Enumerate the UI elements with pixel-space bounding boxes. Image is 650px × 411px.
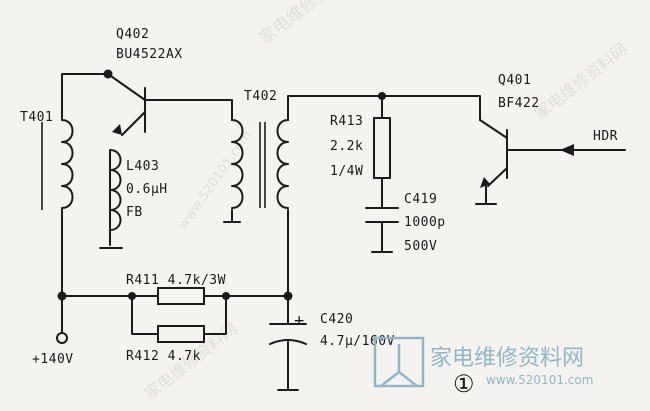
r413-value-label: 2.2k [330, 139, 363, 154]
c419-value-label: 1000p [404, 215, 446, 230]
q402-part-label: BU4522AX [116, 47, 183, 62]
c420-ref-label: C420 [320, 312, 353, 327]
watermark-site-name: 家电维修资料网 [531, 39, 631, 123]
t401-ref-label: T401 [20, 110, 53, 125]
q401-part-label: BF422 [498, 96, 540, 111]
l403-note-label: FB [126, 205, 143, 220]
watermark-logo: 家电维修资料网 www.520101.com [373, 336, 593, 388]
supply-terminal [56, 332, 68, 344]
r413-ref-label: R413 [330, 114, 363, 129]
q402-ref-label: Q402 [116, 27, 149, 42]
r412-resistor-symbol [157, 325, 205, 343]
watermark-url: www.520101.com [176, 128, 255, 232]
r411-label: R411 4.7k/3W [126, 273, 226, 288]
r413-resistor-symbol [373, 117, 391, 179]
c420-polarity-mark: + [294, 311, 304, 331]
c420-value-label: 4.7μ/160V [320, 334, 395, 349]
l403-ref-label: L403 [126, 159, 159, 174]
junction-dots [57, 69, 386, 301]
r411-resistor-symbol [157, 287, 205, 305]
q401-ref-label: Q401 [498, 73, 531, 88]
watermark-logo-site-name: 家电维修资料网 [430, 346, 584, 371]
c419-rating-label: 500V [404, 239, 437, 254]
r412-label: R412 4.7k [126, 349, 201, 364]
c420-capacitor-symbol [269, 323, 307, 345]
watermark-site-name: 家电维修资料网 [256, 0, 362, 49]
r413-rating-label: 1/4W [330, 164, 363, 179]
t402-transformer-symbol [231, 119, 289, 209]
l403-value-label: 0.6μH [126, 182, 168, 197]
hdr-input-label: HDR [593, 129, 618, 144]
figure-number: ① [453, 370, 475, 398]
c419-capacitor-symbol [365, 207, 399, 223]
c419-ref-label: C419 [404, 192, 437, 207]
supply-voltage-label: +140V [32, 352, 74, 367]
arrows [112, 124, 574, 188]
t402-ref-label: T402 [244, 89, 277, 104]
watermark-logo-url: www.520101.com [486, 373, 593, 387]
hdr-input-arrow [560, 144, 574, 156]
t401-transformer-symbol [41, 119, 74, 213]
l403-inductor-symbol [109, 149, 122, 231]
